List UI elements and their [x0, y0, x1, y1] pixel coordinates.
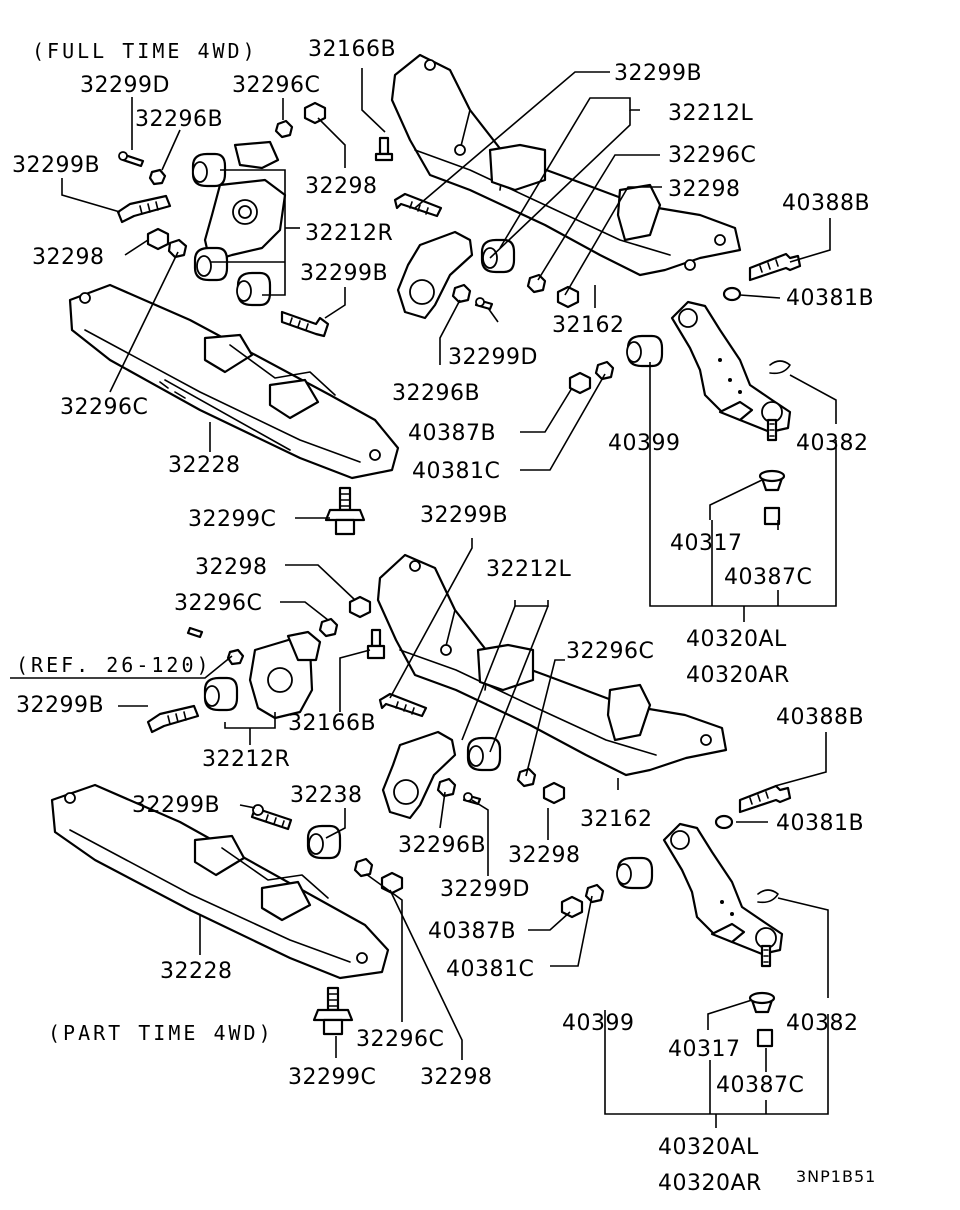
label-32298-top-b: 32298 — [32, 245, 105, 270]
label-32299B-bottom-a: 32299B — [420, 503, 508, 528]
label-32296B-bottom: 32296B — [398, 833, 486, 858]
label-40381C-bottom: 40381C — [446, 957, 534, 982]
bolt-32299C-bottom — [312, 986, 354, 1036]
lower-arm-40320-bottom — [560, 784, 792, 1048]
label-32298-top-c: 32298 — [668, 177, 741, 202]
label-40381B-top: 40381B — [786, 286, 874, 311]
part-time-assembly — [50, 553, 792, 1048]
bracket-32212L-bottom — [378, 692, 502, 820]
label-32212L-top: 32212L — [668, 101, 753, 126]
label-40388B-bottom: 40388B — [776, 705, 864, 730]
drawing-code: 3NP1B51 — [796, 1167, 876, 1186]
label-32296C-top-a: 32296C — [232, 73, 320, 98]
label-32299B-top-c: 32299B — [614, 61, 702, 86]
label-40382-bottom: 40382 — [786, 1011, 859, 1036]
label-32296C-bottom-a: 32296C — [174, 591, 262, 616]
section-title-full-time: (FULL TIME 4WD) — [32, 39, 258, 63]
label-32212L-bottom: 32212L — [486, 557, 571, 582]
section-title-part-time: (PART TIME 4WD) — [48, 1021, 274, 1045]
label-32299C-bottom: 32299C — [288, 1065, 376, 1090]
label-32299B-bottom-c: 32299B — [132, 793, 220, 818]
full-time-assembly — [68, 53, 802, 536]
label-32228-bottom: 32228 — [160, 959, 233, 984]
label-32299B-top-b: 32299B — [300, 261, 388, 286]
label-40387B-top: 40387B — [408, 421, 496, 446]
label-32298-bottom-c: 32298 — [420, 1065, 493, 1090]
label-32212R-bottom: 32212R — [202, 747, 290, 772]
label-40320AL-top: 40320AL — [686, 627, 787, 652]
label-40381C-top: 40381C — [412, 459, 500, 484]
label-40399-bottom: 40399 — [562, 1011, 635, 1036]
label-32296C-top-b: 32296C — [60, 395, 148, 420]
bolt-32299C-top — [324, 486, 366, 536]
crossmember-32162-top — [390, 53, 742, 277]
label-32166B-top: 32166B — [308, 37, 396, 62]
lower-arm-40320-top — [568, 252, 802, 526]
label-32298-bottom-b: 32298 — [508, 843, 581, 868]
label-32299B-bottom-b: 32299B — [16, 693, 104, 718]
label-32296C-bottom-b: 32296C — [566, 639, 654, 664]
label-40317-top: 40317 — [670, 531, 743, 556]
label-40320AL-bottom: 40320AL — [658, 1135, 759, 1160]
label-40382-top: 40382 — [796, 431, 869, 456]
fasteners-bottom-left — [146, 595, 404, 895]
label-40320AR-bottom: 40320AR — [658, 1171, 762, 1196]
fasteners-bottom-middle — [436, 767, 566, 806]
labels-bottom: 32299B 32212L 32298 32296C 32296C (REF. … — [16, 503, 876, 1196]
label-32299C-top: 32299C — [188, 507, 276, 532]
label-32296B-top-a: 32296B — [135, 107, 223, 132]
crossmember-32228-bottom — [50, 783, 390, 980]
leader-lines — [10, 68, 837, 1128]
label-40387C-top: 40387C — [724, 565, 812, 590]
label-32296C-bottom-c: 32296C — [356, 1027, 444, 1052]
label-32298-top-a: 32298 — [305, 174, 378, 199]
label-40320AR-top: 40320AR — [686, 663, 790, 688]
label-32162-top: 32162 — [552, 313, 625, 338]
label-40388B-top: 40388B — [782, 191, 870, 216]
label-32166B-bottom: 32166B — [288, 711, 376, 736]
bracket-32212R-top — [191, 140, 287, 307]
label-32162-bottom: 32162 — [580, 807, 653, 832]
label-32296B-top-b: 32296B — [392, 381, 480, 406]
fasteners-top-left — [116, 101, 330, 338]
label-32238-bottom: 32238 — [290, 783, 363, 808]
label-40381B-bottom: 40381B — [776, 811, 864, 836]
labels-top: (FULL TIME 4WD) 32166B 32299D 32296C 322… — [12, 37, 874, 688]
bracket-32212L-top — [396, 230, 516, 320]
bracket-32212R-bottom — [186, 626, 322, 720]
label-32299B-top-a: 32299B — [12, 153, 100, 178]
label-40387C-bottom: 40387C — [716, 1073, 804, 1098]
label-32298-bottom-a: 32298 — [195, 555, 268, 580]
label-40387B-bottom: 40387B — [428, 919, 516, 944]
crossmember-32228-top — [68, 283, 400, 480]
label-32212R-top: 32212R — [305, 221, 393, 246]
label-32228-top: 32228 — [168, 453, 241, 478]
label-32299D-top-a: 32299D — [80, 73, 170, 98]
reference-note: (REF. 26-120) — [16, 653, 212, 677]
label-32299D-top-b: 32299D — [448, 345, 538, 370]
label-40399-top: 40399 — [608, 431, 681, 456]
label-32299D-bottom: 32299D — [440, 877, 530, 902]
label-32296C-top-c: 32296C — [668, 143, 756, 168]
label-40317-bottom: 40317 — [668, 1037, 741, 1062]
